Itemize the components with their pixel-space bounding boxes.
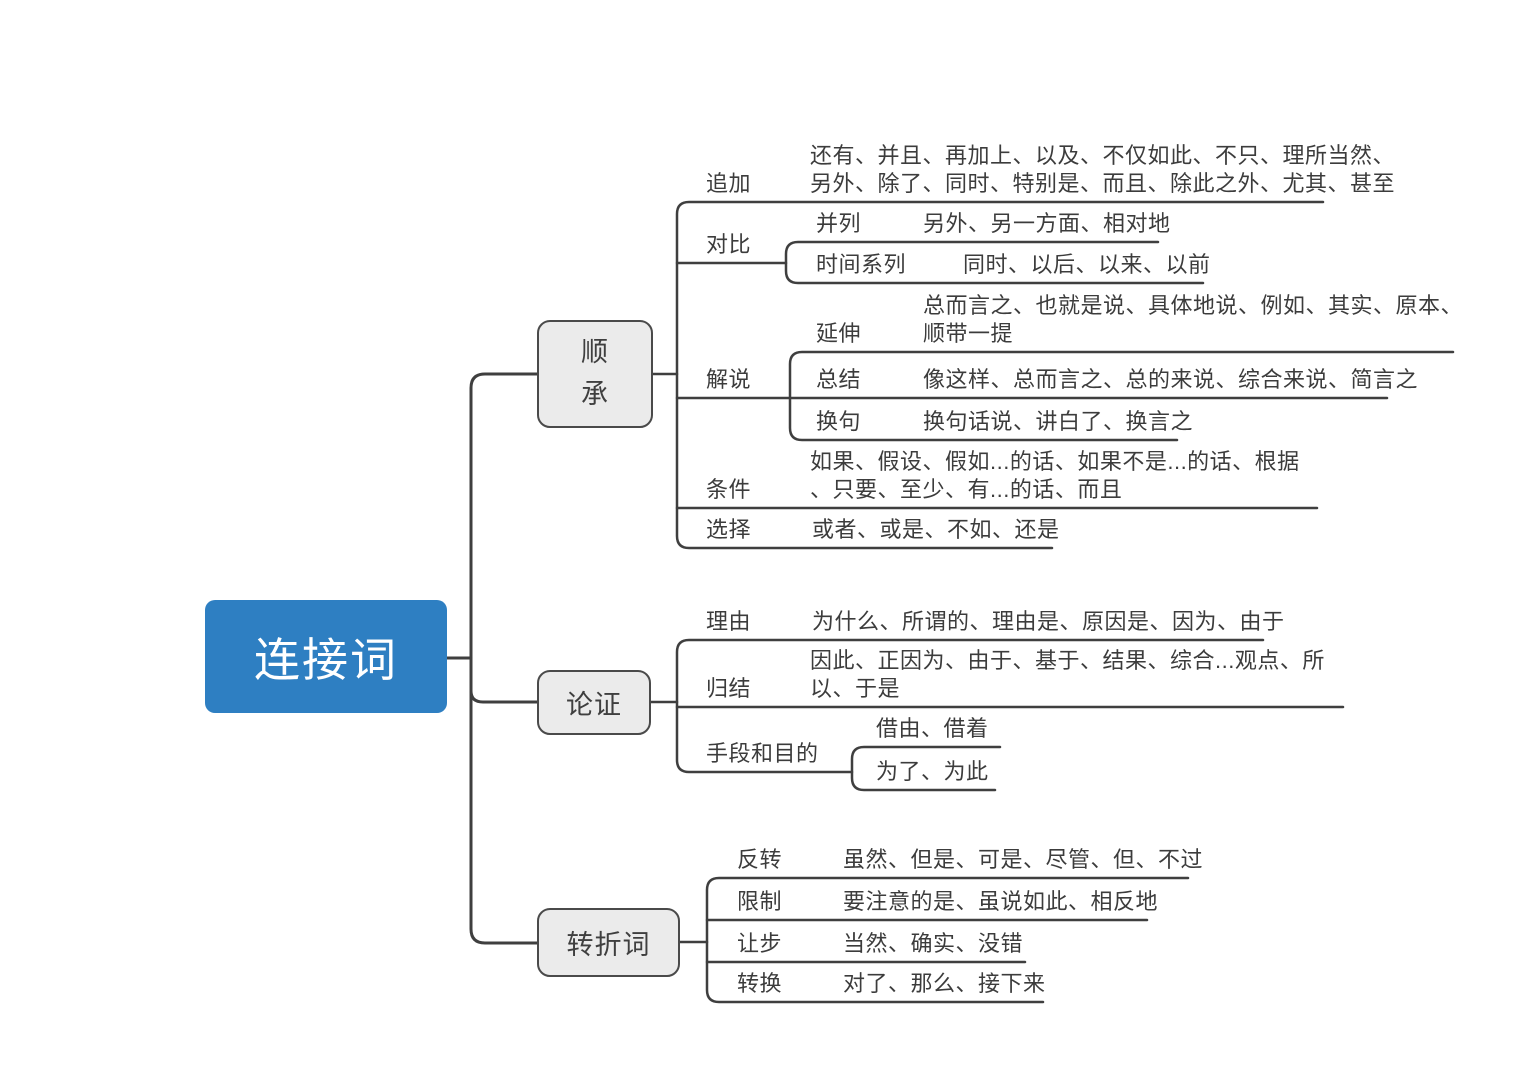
topic-weile-keywords[interactable]: 为了、为此 — [876, 759, 989, 784]
topic-shijianxilie-label[interactable]: 时间系列 — [816, 252, 907, 277]
topic-rangbu-keywords[interactable]: 当然、确实、没错 — [843, 931, 1024, 956]
topic-yanshen-keywords[interactable]: 总而言之、也就是说、具体地说、例如、其实、原本、顺带一提 — [923, 293, 1464, 346]
branch-zhuanzheci[interactable]: 转折词 — [537, 908, 680, 977]
topic-xuanze-keywords[interactable]: 或者、或是、不如、还是 — [812, 517, 1060, 542]
topic-binglie-label[interactable]: 并列 — [816, 211, 862, 236]
branch-lunzheng-label: 论证 — [566, 690, 622, 720]
branch-shuncheng-label: 顺承 — [580, 337, 609, 409]
connector-trunk-up — [469, 372, 539, 660]
topic-binglie-keywords[interactable]: 另外、另一方面、相对地 — [923, 211, 1171, 236]
topic-duibi-label[interactable]: 对比 — [706, 232, 752, 257]
connector-trunk-mid — [469, 689, 539, 704]
topic-zhuijia-label[interactable]: 追加 — [706, 171, 752, 196]
topic-guijie-label[interactable]: 归结 — [706, 676, 752, 701]
bracket-shouduan-children — [850, 745, 1002, 792]
topic-jieshuo-label[interactable]: 解说 — [706, 367, 752, 392]
connector-zhuanzheci-trunk — [705, 876, 1190, 1004]
topic-tiaojian-label[interactable]: 条件 — [706, 477, 752, 502]
topic-shijianxilie-keywords[interactable]: 同时、以后、以来、以前 — [963, 252, 1211, 277]
topic-guijie-keywords[interactable]: 因此、正因为、由于、基于、结果、综合...观点、所以、于是 — [810, 648, 1325, 701]
topic-fanzhuan-keywords[interactable]: 虽然、但是、可是、尽管、但、不过 — [843, 847, 1204, 872]
topic-zongjie-label[interactable]: 总结 — [816, 367, 862, 392]
topic-xianzhi-keywords[interactable]: 要注意的是、虽说如此、相反地 — [843, 889, 1159, 914]
topic-zongjie-keywords[interactable]: 像这样、总而言之、总的来说、综合来说、简言之 — [923, 367, 1419, 392]
topic-yanshen-label[interactable]: 延伸 — [816, 321, 862, 346]
topic-tiaojian-keywords[interactable]: 如果、假设、假如...的话、如果不是...的话、根据、只要、至少、有...的话、… — [810, 449, 1300, 502]
topic-liyou-keywords[interactable]: 为什么、所谓的、理由是、原因是、因为、由于 — [812, 609, 1285, 634]
topic-huanju-label[interactable]: 换句 — [816, 409, 862, 434]
branch-zhuanzheci-label: 转折词 — [566, 930, 651, 960]
connector-trunk-down — [469, 656, 539, 945]
root-node-label: 连接词 — [254, 633, 398, 686]
bracket-duibi-children — [784, 240, 1205, 285]
topic-huanju-keywords[interactable]: 换句话说、讲白了、换言之 — [923, 409, 1194, 434]
topic-zhuanhuan-keywords[interactable]: 对了、那么、接下来 — [843, 971, 1046, 996]
topic-xianzhi-label[interactable]: 限制 — [737, 889, 783, 914]
topic-xuanze-label[interactable]: 选择 — [706, 517, 752, 542]
branch-lunzheng[interactable]: 论证 — [537, 670, 651, 735]
topic-rangbu-label[interactable]: 让步 — [737, 931, 783, 956]
root-node[interactable]: 连接词 — [205, 600, 447, 713]
topic-zhuijia-keywords[interactable]: 还有、并且、再加上、以及、不仅如此、不只、理所当然、另外、除了、同时、特别是、而… — [810, 143, 1396, 196]
topic-shouduan-mudi-label[interactable]: 手段和目的 — [706, 741, 819, 766]
topic-fanzhuan-label[interactable]: 反转 — [737, 847, 783, 872]
topic-liyou-label[interactable]: 理由 — [706, 609, 752, 634]
topic-zhuanhuan-label[interactable]: 转换 — [737, 971, 783, 996]
branch-shuncheng[interactable]: 顺承 — [537, 320, 653, 428]
bracket-jieshuo-children — [788, 350, 1455, 442]
connector-shuncheng-trunk — [675, 200, 1325, 550]
topic-jieyou-keywords[interactable]: 借由、借着 — [876, 716, 989, 741]
